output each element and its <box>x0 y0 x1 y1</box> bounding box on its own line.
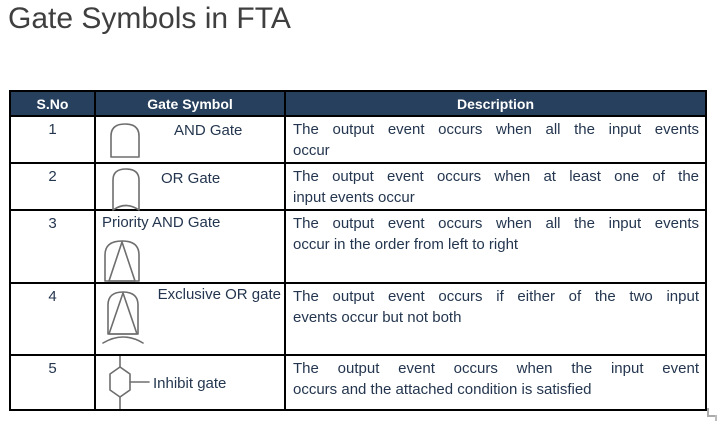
row5-sno: 5 <box>11 356 96 409</box>
description-line: The output event occurs when all the inp… <box>293 121 699 138</box>
description-line: input events occur <box>293 189 415 206</box>
row1-gate-label: AND Gate <box>174 122 243 139</box>
gate-symbols-table: S.No Gate Symbol Description 1 AND Gate … <box>9 90 707 411</box>
header-sno: S.No <box>11 92 96 117</box>
row3-gate-cell: Priority AND Gate <box>96 211 286 284</box>
description-line: occur in the order from left to right <box>293 236 519 253</box>
inhibit-gate-icon <box>109 356 150 409</box>
exclusive-or-gate-icon <box>102 291 144 344</box>
or-gate-icon <box>112 168 140 211</box>
row3-gate-label: Priority AND Gate <box>102 214 221 231</box>
description-line: occur <box>293 142 330 159</box>
and-gate-icon <box>110 123 140 158</box>
row5-gate-cell: Inhibit gate <box>96 356 286 409</box>
row3-description: The output event occurs when all the inp… <box>286 211 705 284</box>
description-line: The output event occurs when the input e… <box>293 360 699 377</box>
row3-sno: 3 <box>11 211 96 284</box>
description-line: The output event occurs if either of the… <box>293 288 699 305</box>
description-line: occurs and the attached condition is sat… <box>293 381 592 398</box>
row1-sno: 1 <box>11 117 96 164</box>
row5-gate-label: Inhibit gate <box>153 375 227 392</box>
row2-sno: 2 <box>11 164 96 211</box>
description-line: The output event occurs when all the inp… <box>293 215 699 232</box>
row4-sno: 4 <box>11 284 96 356</box>
row2-description: The output event occurs when at least on… <box>286 164 705 211</box>
header-gate-symbol: Gate Symbol <box>96 92 286 117</box>
row4-gate-label: Exclusive OR gate <box>157 286 281 303</box>
description-line: events occur but not both <box>293 309 462 326</box>
row2-gate-cell: OR Gate <box>96 164 286 211</box>
row2-gate-label: OR Gate <box>161 170 221 187</box>
description-line: The output event occurs when at least on… <box>293 168 699 185</box>
priority-and-gate-icon <box>104 240 140 282</box>
page-title: Gate Symbols in FTA <box>8 2 291 35</box>
row5-description: The output event occurs when the input e… <box>286 356 705 409</box>
row1-gate-cell: AND Gate <box>96 117 286 164</box>
row4-description: The output event occurs if either of the… <box>286 284 705 356</box>
page-corner-artifact <box>707 415 717 417</box>
row1-description: The output event occurs when all the inp… <box>286 117 705 164</box>
page-corner-artifact <box>715 415 717 421</box>
header-description: Description <box>286 92 705 117</box>
page-corner-artifact <box>707 408 709 417</box>
row4-gate-cell: Exclusive OR gate <box>96 284 286 356</box>
